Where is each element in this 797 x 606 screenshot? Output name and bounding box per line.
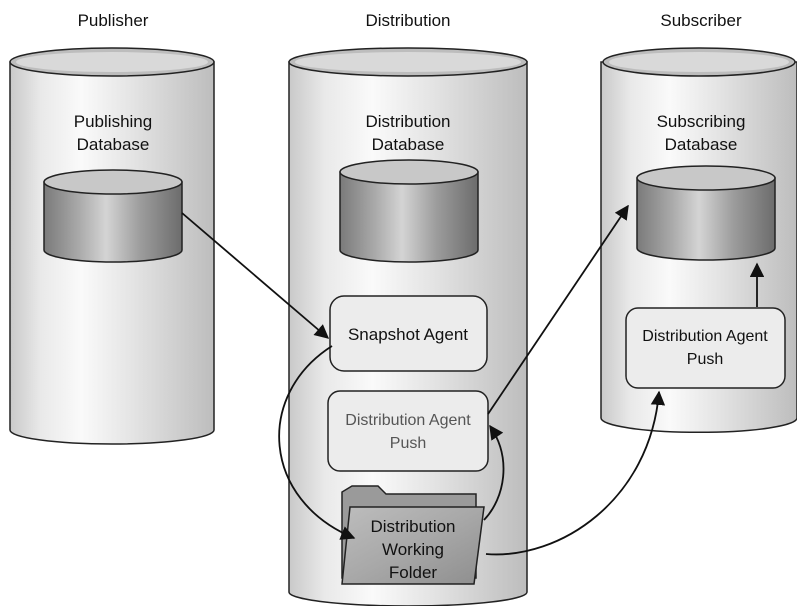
- distribution-agent-subscriber-line2: Push: [687, 351, 723, 368]
- arrow-folder-to-subscriber-agent: [485, 390, 666, 556]
- working-folder-line2: Working: [382, 540, 444, 559]
- snapshot-agent-box: Snapshot Agent: [329, 295, 488, 372]
- subscriber-heading: Subscriber: [660, 11, 742, 30]
- publishing-db-label-line2: Database: [77, 135, 150, 154]
- subscribing-db-label-line2: Database: [665, 135, 738, 154]
- working-folder-line1: Distribution: [370, 517, 455, 536]
- distribution-agent-subscriber-box: Distribution Agent Push: [625, 307, 786, 389]
- distribution-agent-distributor-line2: Push: [390, 435, 426, 452]
- distribution-database-icon: [339, 159, 479, 263]
- working-folder-line3: Folder: [389, 563, 438, 582]
- subscribing-database-icon: [636, 165, 776, 261]
- distribution-db-label-line1: Distribution: [365, 112, 450, 131]
- publishing-db-label-line1: Publishing: [74, 112, 152, 131]
- distribution-heading: Distribution: [365, 11, 450, 30]
- distribution-db-label-line2: Database: [372, 135, 445, 154]
- arrow-publisher-to-snapshot: [181, 212, 330, 339]
- subscribing-db-label-line1: Subscribing: [657, 112, 746, 131]
- snapshot-agent-label: Snapshot Agent: [348, 325, 468, 344]
- publishing-database-icon: [43, 169, 183, 263]
- distribution-agent-distributor-box: Distribution Agent Push: [327, 390, 489, 472]
- distribution-agent-subscriber-line1: Distribution Agent: [642, 328, 768, 345]
- arrow-dist-agent-to-subscriber-db: [487, 204, 629, 415]
- arrow-folder-to-dist-agent: [483, 424, 505, 521]
- distribution-agent-distributor-line1: Distribution Agent: [345, 412, 471, 429]
- arrow-snapshot-to-folder: [278, 345, 356, 540]
- working-folder-icon: Distribution Working Folder: [341, 485, 485, 585]
- publisher-heading: Publisher: [78, 11, 149, 30]
